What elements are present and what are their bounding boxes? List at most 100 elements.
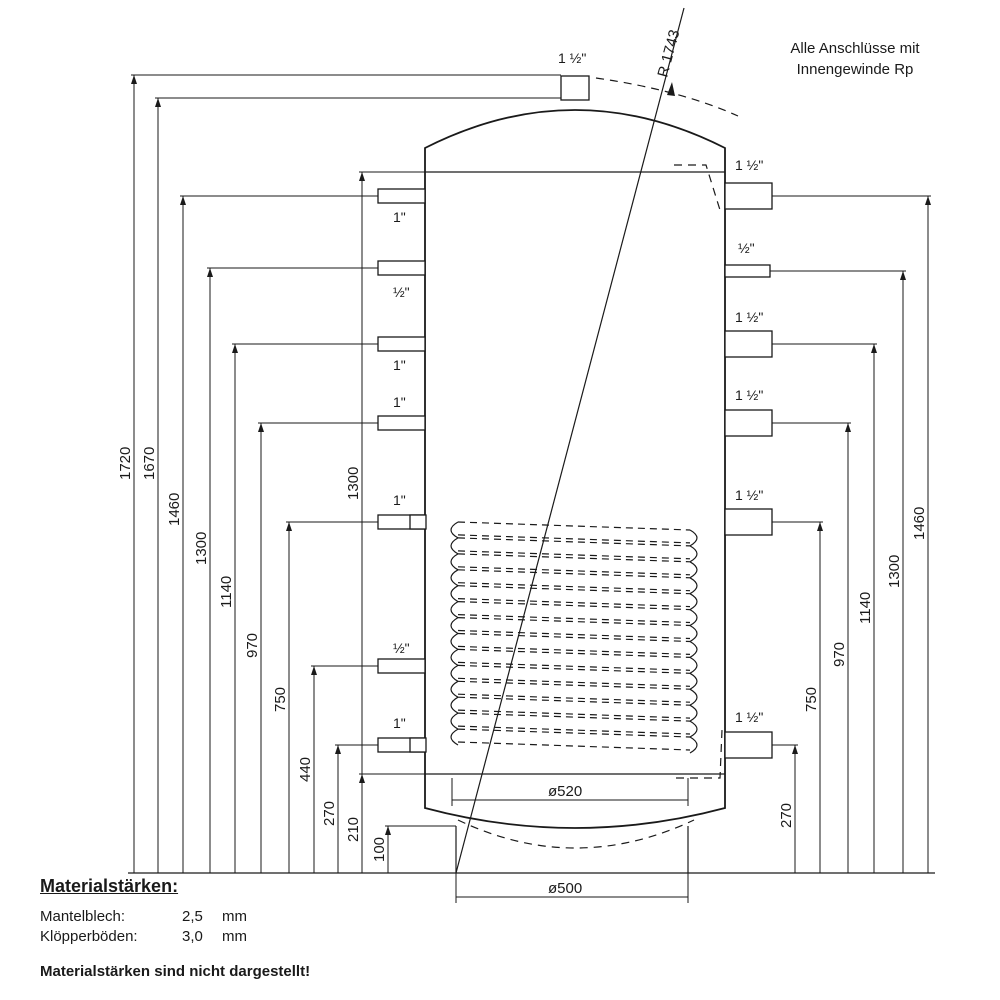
coil-upper-run-11	[457, 680, 691, 690]
coil-right-bend-5	[689, 593, 698, 611]
right-port-1-label: 1 ½"	[735, 157, 763, 173]
base-diameter-label: ø500	[548, 880, 582, 897]
height-1300-sensor-label: 1300	[345, 467, 362, 500]
right-port-1-height-label: 1460	[911, 507, 928, 540]
right-port-2	[724, 264, 771, 278]
height-100-arrow	[385, 826, 391, 835]
right-port-4-height-arrow	[845, 423, 851, 432]
material-unit: mm	[222, 908, 247, 925]
left-port-7-height-label: 270	[321, 801, 338, 826]
right-port-6-height-label: 270	[778, 803, 795, 828]
coil-inlet-stub	[409, 514, 427, 530]
material-value: 3,0	[182, 928, 203, 945]
coil-lower-run-3	[457, 566, 691, 576]
coil-lower-run-8	[457, 645, 691, 655]
coil-upper-run-3	[457, 553, 691, 563]
left-port-3-height-arrow	[232, 344, 238, 353]
coil-left-bend-14	[450, 728, 459, 746]
material-name: Klöpperböden:	[40, 928, 138, 945]
right-port-1	[724, 182, 773, 210]
left-port-1-label: 1"	[393, 209, 406, 225]
coil-lower-run-12	[457, 709, 691, 719]
left-port-7-height-arrow	[335, 745, 341, 754]
coil-lower-run-14	[457, 741, 691, 751]
heat-exchanger-coil	[409, 514, 698, 754]
coil-outlet-stub	[409, 737, 427, 753]
coil-lower-run-9	[457, 661, 691, 671]
radius-label: R 1743	[654, 28, 683, 79]
left-port-1-height-label: 1460	[166, 493, 183, 526]
coil-upper-run-7	[457, 617, 691, 627]
left-port-5-height-label: 750	[272, 687, 289, 712]
coil-left-bend-6	[450, 601, 459, 619]
height-100-label: 100	[371, 837, 388, 862]
coil-lower-run-4	[457, 582, 691, 592]
left-port-3-height-label: 1140	[218, 576, 235, 608]
height-1720-arrow	[131, 75, 137, 84]
coil-right-bend-2	[689, 545, 698, 563]
right-port-3-height-arrow	[871, 344, 877, 353]
right-port-2-label: ½"	[738, 240, 755, 256]
left-port-2	[377, 260, 426, 276]
left-port-2-height-label: 1300	[193, 532, 210, 565]
right-port-3	[724, 330, 773, 358]
coil-upper-run-13	[457, 712, 691, 722]
coil-left-bend-13	[450, 712, 459, 730]
coil-upper-run-12	[457, 696, 691, 706]
coil-lower-run-13	[457, 725, 691, 735]
tank-shell	[424, 109, 726, 829]
connection-note-line-1: Alle Anschlüsse mit	[790, 40, 920, 57]
left-port-3	[377, 336, 426, 352]
coil-right-bend-3	[689, 561, 698, 579]
right-port-1-height-arrow	[925, 196, 931, 205]
height-210-label: 210	[345, 817, 362, 842]
left-port-6-height-label: 440	[297, 757, 314, 782]
coil-right-bend-8	[689, 640, 698, 658]
material-row-heads: Klöpperböden: 3,0 mm	[40, 927, 600, 947]
left-port-4-label: 1"	[393, 394, 406, 410]
coil-upper-run-4	[457, 569, 691, 579]
right-port-6-height-arrow	[792, 745, 798, 754]
right-port-2-height-label: 1300	[886, 555, 903, 588]
materials-warning: Materialstärken sind nicht dargestellt!	[40, 963, 311, 980]
connection-note: Alle Anschlüsse mit Innengewinde Rp	[740, 38, 970, 80]
coil-left-bend-11	[450, 680, 459, 698]
coil-left-bend-3	[450, 553, 459, 571]
bottom-radius-arc	[457, 819, 695, 849]
coil-upper-run-10	[457, 664, 691, 674]
coil-lower-run-5	[457, 598, 691, 608]
left-port-5-height-arrow	[286, 522, 292, 531]
material-name: Mantelblech:	[40, 908, 126, 925]
right-port-4-height-label: 970	[831, 642, 848, 667]
radius-line	[455, 7, 685, 874]
coil-right-bend-7	[689, 624, 698, 643]
coil-right-bend-14	[689, 736, 698, 754]
left-port-6-label: ½"	[393, 640, 410, 656]
coil-upper-run-1	[457, 521, 691, 531]
coil-left-bend-10	[450, 664, 459, 682]
coil-lower-run-2	[457, 550, 691, 560]
upper-sensor-marker	[674, 164, 721, 211]
left-port-4-height-label: 970	[244, 633, 261, 658]
right-port-2-height-arrow	[900, 271, 906, 280]
coil-upper-run-6	[457, 601, 691, 611]
right-port-5-label: 1 ½"	[735, 487, 763, 503]
right-port-4-label: 1 ½"	[735, 387, 763, 403]
right-port-6-label: 1 ½"	[735, 709, 763, 725]
coil-upper-run-5	[457, 585, 691, 595]
coil-lower-run-10	[457, 677, 691, 687]
left-port-4	[377, 415, 426, 431]
left-port-3-label: 1"	[393, 357, 406, 373]
top-port	[560, 75, 590, 101]
height-1670-arrow	[155, 98, 161, 107]
left-port-6	[377, 658, 426, 674]
right-port-3-height-label: 1140	[857, 592, 874, 624]
coil-left-bend-8	[450, 632, 459, 650]
coil-upper-run-14	[457, 728, 691, 738]
coil-left-bend-4	[450, 569, 459, 587]
coil-right-bend-9	[689, 656, 698, 674]
material-unit: mm	[222, 928, 247, 945]
